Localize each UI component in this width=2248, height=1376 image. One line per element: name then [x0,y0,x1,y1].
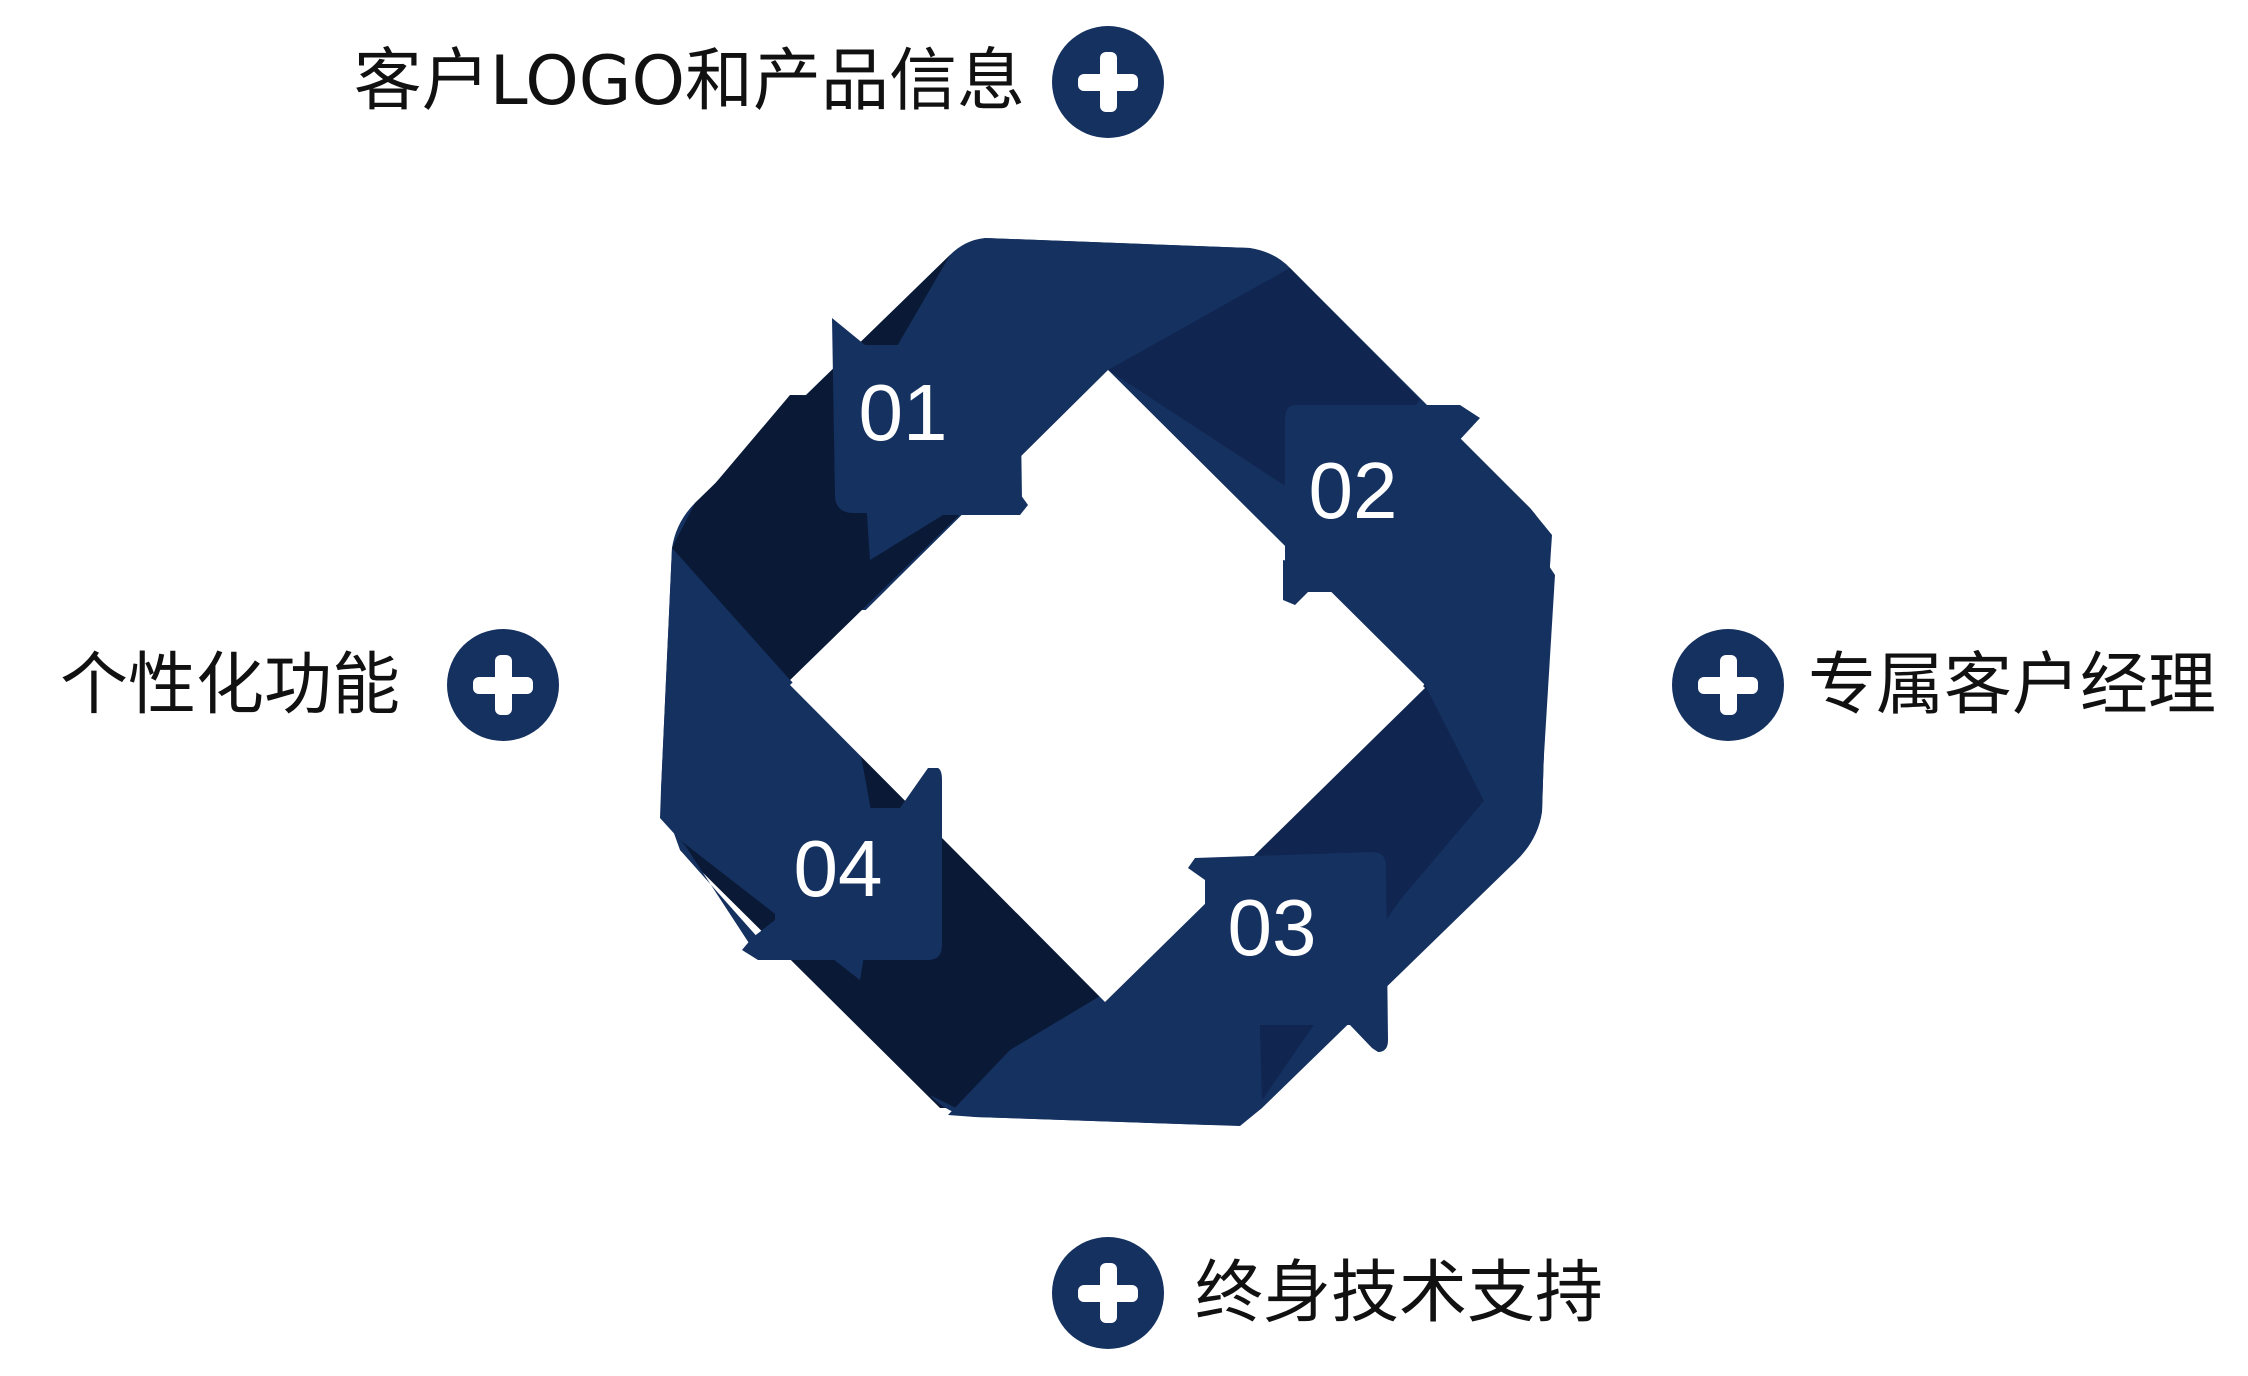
label-step-02: 专属客户经理 [1808,646,2216,725]
plus-bar-v [1100,52,1117,112]
label-step-04: 个性化功能 [60,646,400,725]
center-diamond [790,370,1425,1002]
step-number-01: 01 [859,368,948,457]
badge-02[interactable] [1672,629,1784,741]
label-step-01: 客户LOGO和产品信息 [354,42,1025,121]
plus-bar-v [495,655,512,715]
band-light-bottom [948,960,1262,1126]
plus-bar-v [1100,1263,1117,1323]
badge-04[interactable] [447,629,559,741]
arrow-tabs: 01 02 03 04 [742,318,1480,1052]
arrow-tab-03 [1188,852,1388,1052]
step-number-02: 02 [1309,446,1398,535]
arrow-tab-02-head [1283,560,1330,605]
arrow-tab-02 [1285,405,1480,592]
arrow-tab-01 [832,318,1022,513]
arrow-tab-04 [742,768,942,960]
label-step-03: 终身技术支持 [1195,1254,1603,1333]
plus-bar-v [1720,655,1737,715]
badge-01[interactable] [1052,26,1164,138]
step-number-03: 03 [1228,883,1317,972]
badge-03[interactable] [1052,1237,1164,1349]
step-number-04: 04 [794,824,883,913]
arrow-tab-01-head [940,480,1028,515]
